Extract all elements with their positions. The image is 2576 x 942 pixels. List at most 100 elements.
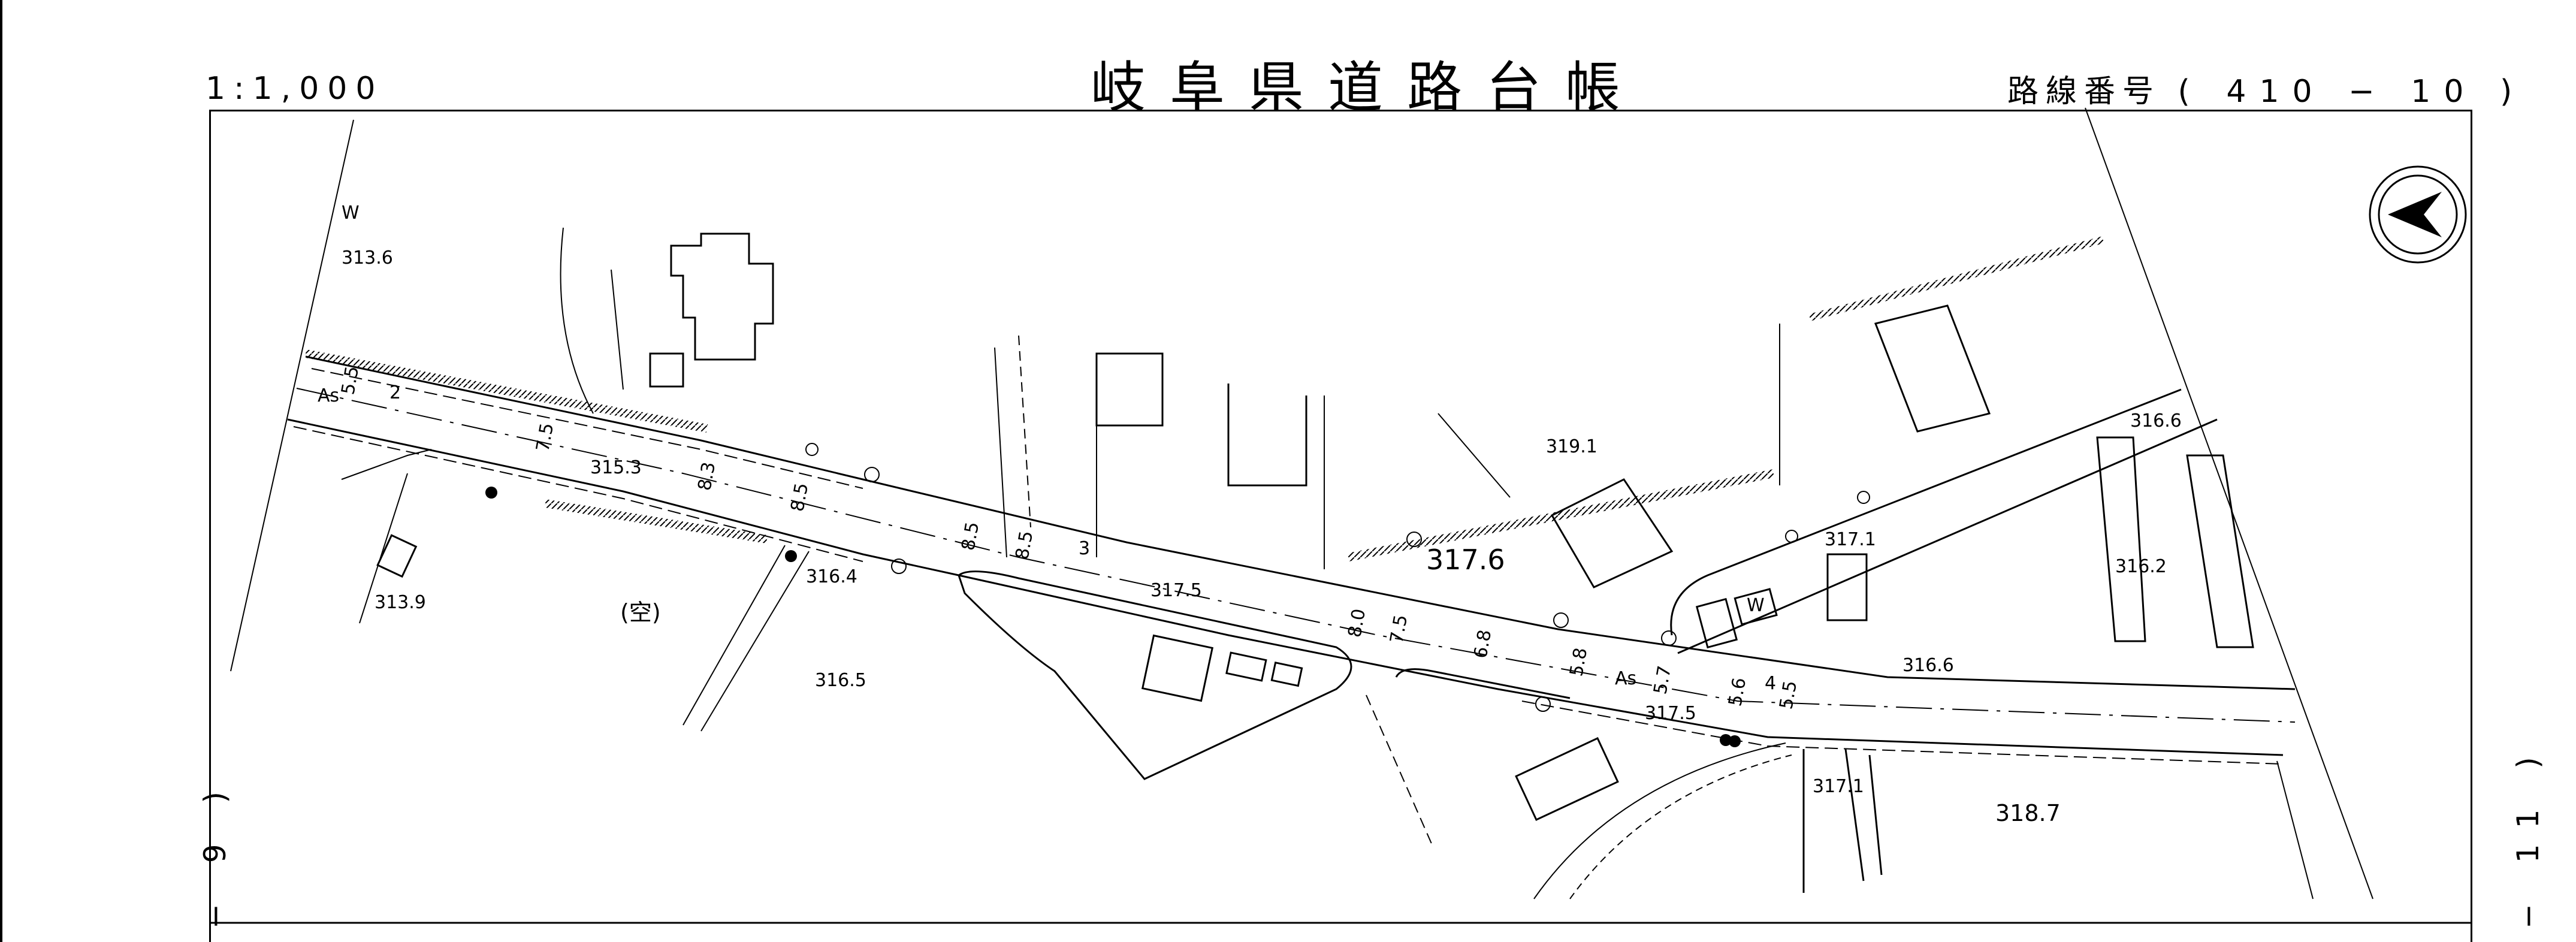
branch-road-east-edge xyxy=(1677,418,2218,654)
slope-line-south xyxy=(1533,742,1786,899)
retaining-wall-south xyxy=(544,499,768,544)
road-north-edge xyxy=(305,355,2296,690)
surface-label: As xyxy=(318,385,339,406)
boundary-line-east xyxy=(2085,107,2373,899)
utility-pole xyxy=(485,487,497,499)
building-west-1 xyxy=(376,534,418,578)
route-prefix: 路線番号 xyxy=(2007,74,2161,110)
parcel-line-3 xyxy=(560,227,624,414)
utility-pole xyxy=(1729,735,1741,747)
elevation-label: 317.5 xyxy=(1645,703,1696,724)
road-south-edge xyxy=(287,418,2284,756)
elevation-label: 315.3 xyxy=(590,457,642,478)
building-center-2 xyxy=(1227,384,1307,487)
manhole-marker xyxy=(1661,630,1677,646)
building-east-4 xyxy=(1695,597,1738,649)
building-south-block xyxy=(1802,748,1883,893)
elevation-label: 313.6 xyxy=(342,247,393,268)
manhole-marker xyxy=(1535,696,1551,712)
road-width-label: 6.8 xyxy=(1470,628,1496,660)
traffic-island xyxy=(958,570,1352,780)
building-east-1 xyxy=(2096,436,2146,642)
road-width-label: 8.5 xyxy=(1011,529,1037,561)
road-width-label: 4 xyxy=(1765,673,1776,694)
road-width-label: 5.5 xyxy=(1775,679,1801,711)
elevation-label: 317.5 xyxy=(1150,580,1202,601)
road-width-labels: 5.5 2 7.5 8.3 8.5 8.5 8.5 3 8.0 7.5 6.8 … xyxy=(337,364,1801,711)
manhole-marker xyxy=(805,443,819,456)
area-label: (空) xyxy=(620,599,661,626)
west-access-road xyxy=(341,449,432,624)
elevation-label: 317.1 xyxy=(1825,529,1876,550)
road-width-label: 5.6 xyxy=(1725,676,1750,708)
manhole-marker xyxy=(1785,530,1798,543)
road-width-label: 2 xyxy=(389,382,401,403)
manhole-marker xyxy=(1406,532,1422,547)
building-east-5 xyxy=(1734,588,1778,626)
manhole-marker xyxy=(891,558,907,574)
boundary-line-east-2 xyxy=(2276,760,2314,899)
retaining-wall-center xyxy=(1347,469,1775,561)
building-island-3 xyxy=(1270,661,1303,687)
surface-label: As xyxy=(1615,668,1636,689)
elevation-label: 316.2 xyxy=(2115,556,2167,577)
road-south-dashed-edge xyxy=(293,426,863,562)
map-scale: 1:1,000 xyxy=(206,71,384,107)
utility-pole xyxy=(1720,734,1732,746)
elevation-label: 317.6 xyxy=(1426,544,1505,576)
elevation-label: 318.7 xyxy=(1995,800,2061,826)
road-width-label: 3 xyxy=(1079,538,1090,559)
building-center-3 xyxy=(1550,478,1674,588)
elevation-label: 316.6 xyxy=(1902,655,1954,676)
map-frame xyxy=(209,110,2472,942)
road-width-label: 5.7 xyxy=(1650,664,1675,696)
road-width-label: 8.5 xyxy=(787,481,813,513)
route-number: 路線番号 ( 410 − 10 ) xyxy=(2007,66,2525,111)
building-north-1 xyxy=(670,233,774,361)
building-island-2 xyxy=(1225,651,1267,682)
map-title: 岐阜県道路台帳 xyxy=(1091,56,1645,120)
south-road-edge xyxy=(1395,668,1571,699)
north-arrow-icon xyxy=(2369,165,2467,264)
parcel-line-2 xyxy=(1438,324,1780,498)
elevation-label: 316.4 xyxy=(806,566,857,587)
route-number-value: ( 410 − 10 ) xyxy=(2178,74,2526,110)
elevation-label: 316.5 xyxy=(815,670,866,691)
parcel-line-4 xyxy=(682,545,810,732)
building-northeast-1 xyxy=(1874,304,1991,433)
building-island-1 xyxy=(1141,634,1214,702)
road-width-label: 8.0 xyxy=(1344,607,1370,639)
south-road-west xyxy=(1366,695,1433,846)
parcel-line-1 xyxy=(994,347,1325,569)
road-width-label: 5.5 xyxy=(337,364,363,396)
building-label: W xyxy=(342,203,360,224)
building-north-2 xyxy=(649,352,684,388)
road-width-label: 8.3 xyxy=(694,460,720,492)
road-width-label: 5.8 xyxy=(1566,646,1591,678)
building-east-2 xyxy=(2186,454,2254,648)
elevation-label: 316.6 xyxy=(2130,410,2182,431)
road-east-dashed-edge xyxy=(1521,701,2284,765)
elevation-label: 319.1 xyxy=(1546,436,1597,457)
retaining-wall-north xyxy=(304,349,708,433)
utility-pole xyxy=(785,550,797,562)
road-width-label: 8.5 xyxy=(958,520,983,552)
road-centerline xyxy=(296,388,2296,723)
building-center-1 xyxy=(1095,352,1164,427)
building-east-3 xyxy=(1826,553,1868,621)
manhole-marker xyxy=(1553,612,1569,628)
building-south-1 xyxy=(1515,737,1619,821)
road-north-dashed-edge xyxy=(311,368,863,489)
branch-road-west-edge xyxy=(1670,388,2182,636)
ramp-road xyxy=(1018,335,1031,528)
road-width-label: 7.5 xyxy=(532,421,558,453)
building-label: W xyxy=(1747,595,1765,616)
elevation-label: 317.1 xyxy=(1813,776,1864,797)
road-width-label: 7.5 xyxy=(1386,613,1412,645)
boundary-line-west xyxy=(230,119,354,672)
elevation-label: 313.9 xyxy=(375,592,426,613)
sheet-left-border xyxy=(0,0,2,942)
manhole-marker xyxy=(1857,491,1870,504)
retaining-wall-east xyxy=(1808,236,2104,321)
